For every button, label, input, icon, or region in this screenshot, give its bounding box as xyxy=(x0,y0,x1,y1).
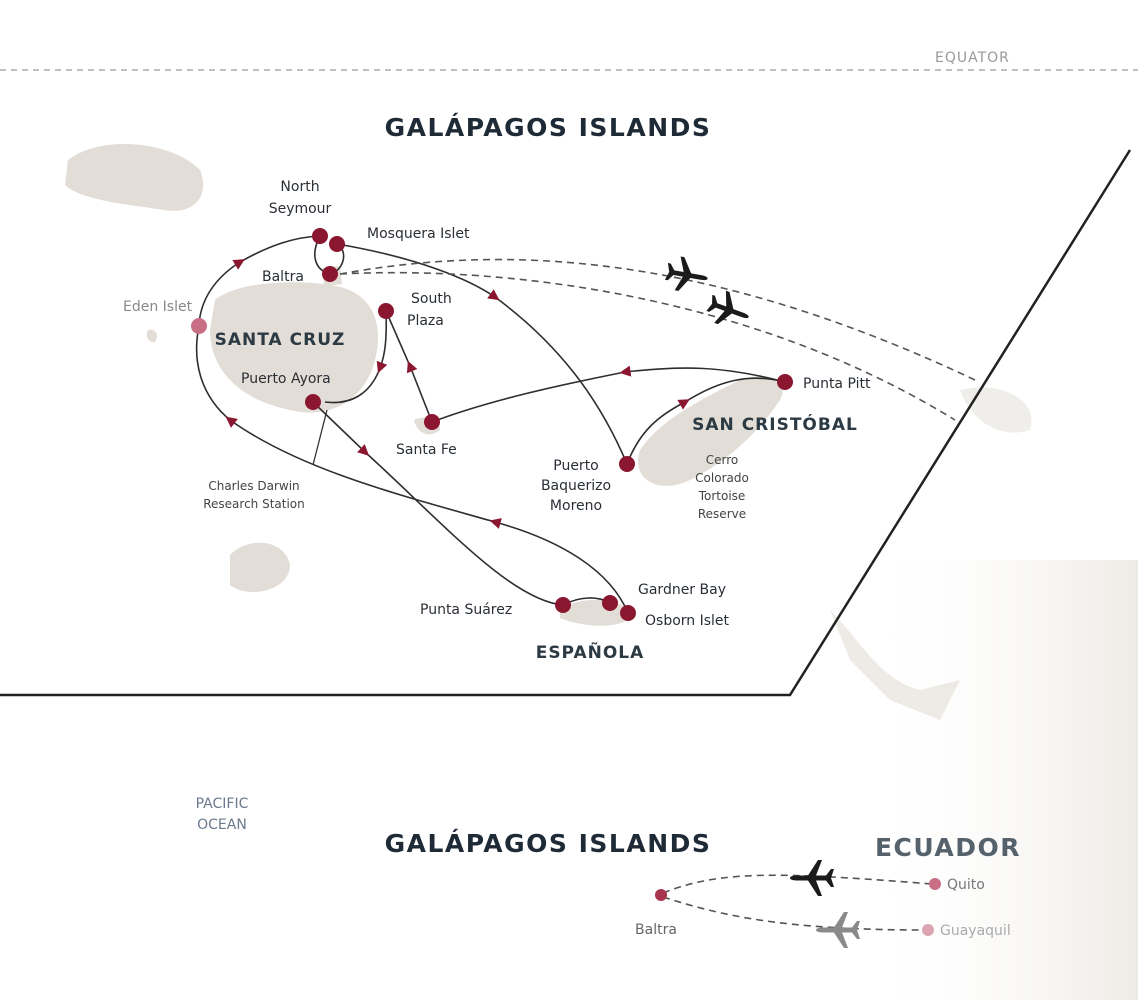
stop-south-plaza[interactable] xyxy=(378,303,394,319)
stop-mosquera[interactable] xyxy=(329,236,345,252)
stop-puerto-baquerizo[interactable] xyxy=(619,456,635,472)
santa-cruz-island xyxy=(210,282,378,413)
label-san-cristobal: SAN CRISTÓBAL xyxy=(692,413,858,435)
label-santa-cruz: SANTA CRUZ xyxy=(215,330,346,350)
stop-eden-islet[interactable] xyxy=(191,318,207,334)
label-cerro-colorado-2: Colorado xyxy=(695,471,749,485)
label-santa-fe: Santa Fe xyxy=(396,442,457,458)
label-espanola: ESPAÑOLA xyxy=(536,640,645,663)
san-cristobal-island xyxy=(638,376,783,486)
airplane-icon xyxy=(663,254,711,296)
label-south-plaza-1: South xyxy=(411,291,452,307)
stop-punta-pitt[interactable] xyxy=(777,374,793,390)
label-punta-suarez: Punta Suárez xyxy=(420,602,512,618)
stop-baltra[interactable] xyxy=(322,266,338,282)
stop-north-seymour[interactable] xyxy=(312,228,328,244)
main-title: GALÁPAGOS ISLANDS xyxy=(385,113,712,142)
label-north-seymour-2: Seymour xyxy=(269,201,332,217)
stops xyxy=(191,228,793,621)
stop-puerto-ayora[interactable] xyxy=(305,394,321,410)
label-eden-islet: Eden Islet xyxy=(123,299,193,315)
label-puerto-ayora: Puerto Ayora xyxy=(241,371,331,387)
airplane-icon xyxy=(816,912,860,948)
stop-punta-suarez[interactable] xyxy=(555,597,571,613)
overview-label-guayaquil: Guayaquil xyxy=(940,923,1011,939)
label-puerto-baquerizo-3: Moreno xyxy=(550,498,602,514)
caribbean-land xyxy=(960,387,1032,433)
label-gardner-bay: Gardner Bay xyxy=(638,582,726,598)
label-cerro-colorado-4: Reserve xyxy=(698,507,746,521)
label-ecuador: ECUADOR xyxy=(875,833,1021,862)
stop-osborn-islet[interactable] xyxy=(620,605,636,621)
label-south-plaza-2: Plaza xyxy=(407,313,444,329)
label-cerro-colorado-3: Tortoise xyxy=(698,489,746,503)
label-north-seymour-1: North xyxy=(280,179,319,195)
label-puerto-baquerizo-2: Baquerizo xyxy=(541,478,611,494)
label-osborn-islet: Osborn Islet xyxy=(645,613,730,629)
label-puerto-baquerizo-1: Puerto xyxy=(553,458,599,474)
overview-stop-quito[interactable] xyxy=(929,878,941,890)
flight-path-guayaquil xyxy=(339,271,956,421)
flight-path-quito xyxy=(339,258,976,381)
label-pacific-1: PACIFIC xyxy=(196,796,249,812)
stop-gardner-bay[interactable] xyxy=(602,595,618,611)
overview-stop-baltra[interactable] xyxy=(655,889,667,901)
label-mosquera: Mosquera Islet xyxy=(367,226,470,242)
ecuador-land xyxy=(860,560,1138,1000)
stop-santa-fe[interactable] xyxy=(424,414,440,430)
overview-label-baltra: Baltra xyxy=(635,922,677,938)
floreana-island xyxy=(230,542,290,593)
isabela-north-island xyxy=(65,143,204,211)
central-america-land xyxy=(830,610,960,720)
overview-flight-quito xyxy=(662,874,933,894)
label-charles-darwin-2: Research Station xyxy=(203,497,305,511)
overview-stop-guayaquil[interactable] xyxy=(922,924,934,936)
label-punta-pitt: Punta Pitt xyxy=(803,376,871,392)
islet xyxy=(146,329,158,343)
label-charles-darwin-1: Charles Darwin xyxy=(208,479,299,493)
label-baltra: Baltra xyxy=(262,269,304,285)
overview-flight-guayaquil xyxy=(662,896,926,931)
equator-label: EQUATOR xyxy=(935,50,1010,66)
label-cerro-colorado-1: Cerro xyxy=(706,453,739,467)
label-pacific-2: OCEAN xyxy=(197,817,247,833)
overview-title: GALÁPAGOS ISLANDS xyxy=(385,829,712,858)
airplane-icon xyxy=(790,860,834,896)
inset-frame xyxy=(0,149,1132,697)
cruise-routes xyxy=(195,235,786,614)
overview-label-quito: Quito xyxy=(947,877,985,893)
